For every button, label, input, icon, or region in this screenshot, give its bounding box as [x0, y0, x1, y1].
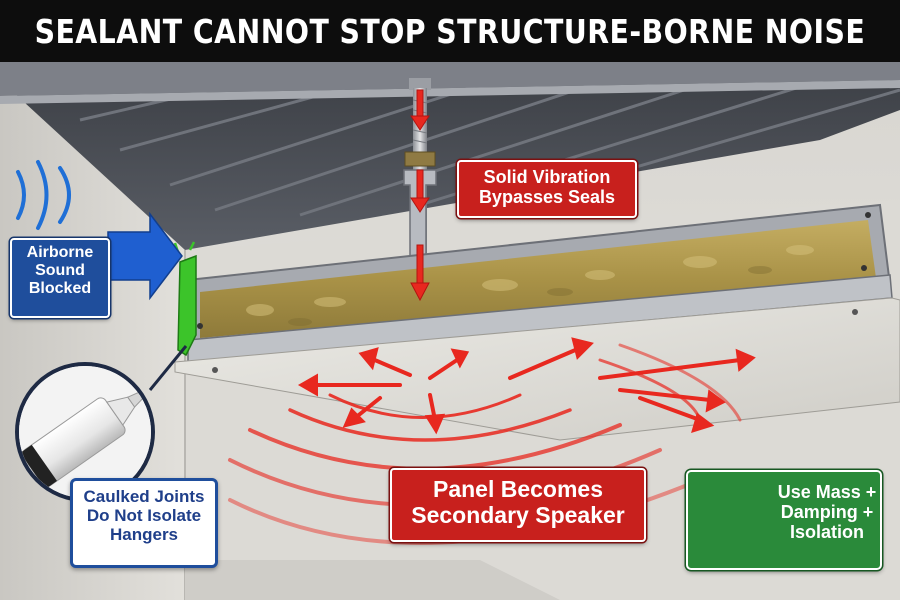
airborne-sound-label: Airborne Sound Blocked — [10, 238, 110, 318]
vibration-arrow-icon — [410, 89, 430, 302]
radiating-arrows — [297, 337, 756, 435]
solution-label: Use Mass + Damping + Isolation — [686, 470, 882, 570]
airborne-sound-waves-icon — [16, 160, 71, 230]
title-bar: SEALANT CANNOT STOP STRUCTURE-BORNE NOIS… — [0, 0, 900, 62]
blue-arrow-icon — [107, 211, 183, 301]
sealant-bead — [177, 254, 197, 357]
page-title: SEALANT CANNOT STOP STRUCTURE-BORNE NOIS… — [34, 11, 866, 51]
secondary-speaker-label: Panel Becomes Secondary Speaker — [390, 468, 646, 542]
vibration-label: Solid Vibration Bypasses Seals — [457, 160, 637, 218]
caulked-joints-label: Caulked Joints Do Not Isolate Hangers — [70, 478, 218, 568]
